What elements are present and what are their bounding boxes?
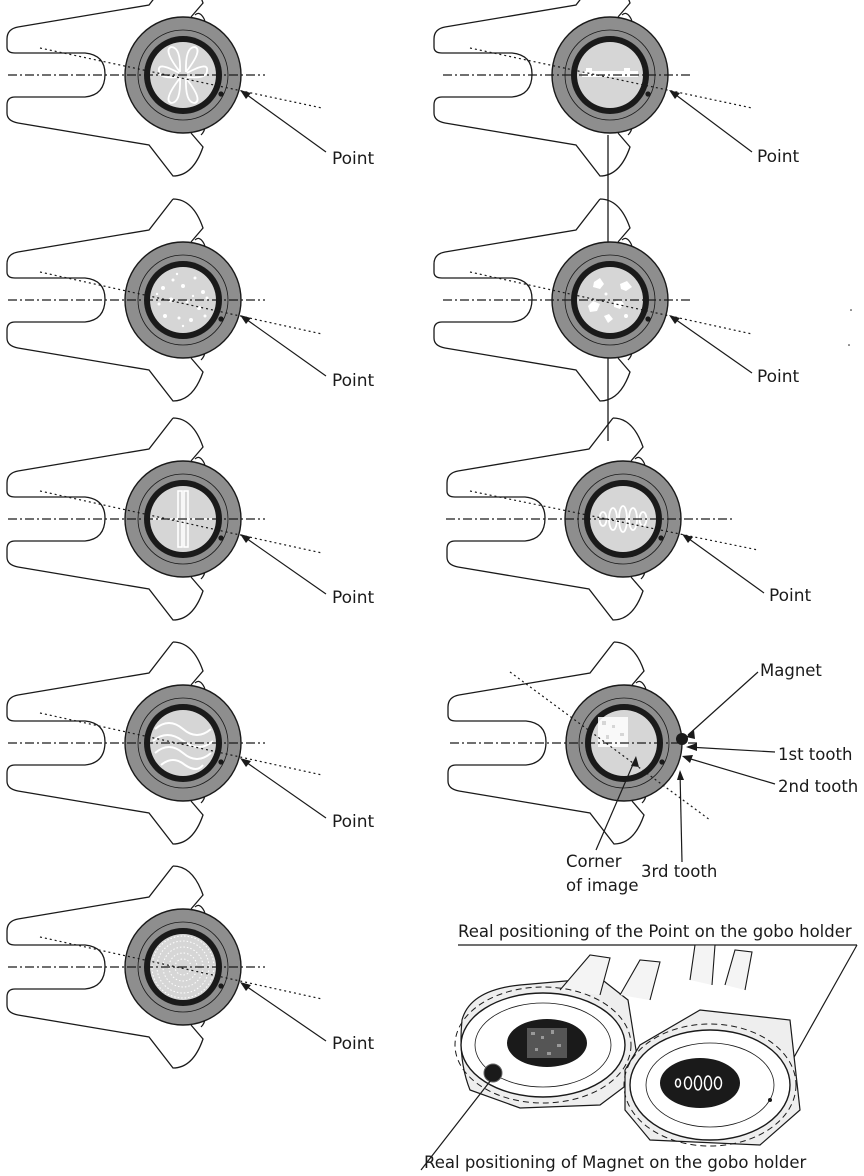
corner-label-line2: of image xyxy=(566,876,639,895)
gobo-holder-right-1 xyxy=(433,0,669,177)
stray-mark-2 xyxy=(848,344,850,346)
right-column-arrowheads xyxy=(631,90,697,780)
corner-label-line1: Corner xyxy=(566,852,622,871)
real-magnet-caption: Real positioning of Magnet on the gobo h… xyxy=(424,1153,806,1172)
gobo-holder-left-4 xyxy=(6,641,242,845)
left-column-arrowheads xyxy=(240,90,251,991)
gobo-holder-photo xyxy=(454,944,801,1147)
gobo-pattern-texture xyxy=(598,717,628,747)
left-column-guides xyxy=(8,47,327,1042)
magnet-dot xyxy=(676,733,688,745)
point-label-right-1: Point xyxy=(757,147,800,167)
gobo-holder-right-2 xyxy=(433,198,669,402)
point-label-right-3: Point xyxy=(769,586,812,606)
gobo-pattern-bar xyxy=(582,68,638,77)
gobo-pattern-waves xyxy=(152,722,214,770)
second-tooth-label: 2nd tooth xyxy=(778,777,858,796)
point-label-left-4: Point xyxy=(332,812,375,832)
gobo-pattern-petals xyxy=(157,46,209,104)
gobo-holder-right-4 xyxy=(447,641,688,845)
stray-mark-1 xyxy=(850,309,852,311)
gobo-pattern-splashes xyxy=(588,278,632,323)
first-tooth-label: 1st tooth xyxy=(778,745,852,764)
right-column-guides xyxy=(443,47,776,863)
real-magnet-leader xyxy=(420,1079,492,1171)
gobo-holder-left-1 xyxy=(6,0,242,177)
point-label-right-2: Point xyxy=(757,367,800,387)
point-label-left-5: Point xyxy=(332,1034,375,1054)
real-point-caption: Real positioning of the Point on the gob… xyxy=(458,922,852,941)
point-label-left-1: Point xyxy=(332,149,375,169)
point-label-left-3: Point xyxy=(332,588,375,608)
third-tooth-label: 3rd tooth xyxy=(641,862,717,881)
point-label-left-2: Point xyxy=(332,371,375,391)
magnet-label: Magnet xyxy=(760,661,822,680)
photo-magnet xyxy=(483,1063,503,1083)
